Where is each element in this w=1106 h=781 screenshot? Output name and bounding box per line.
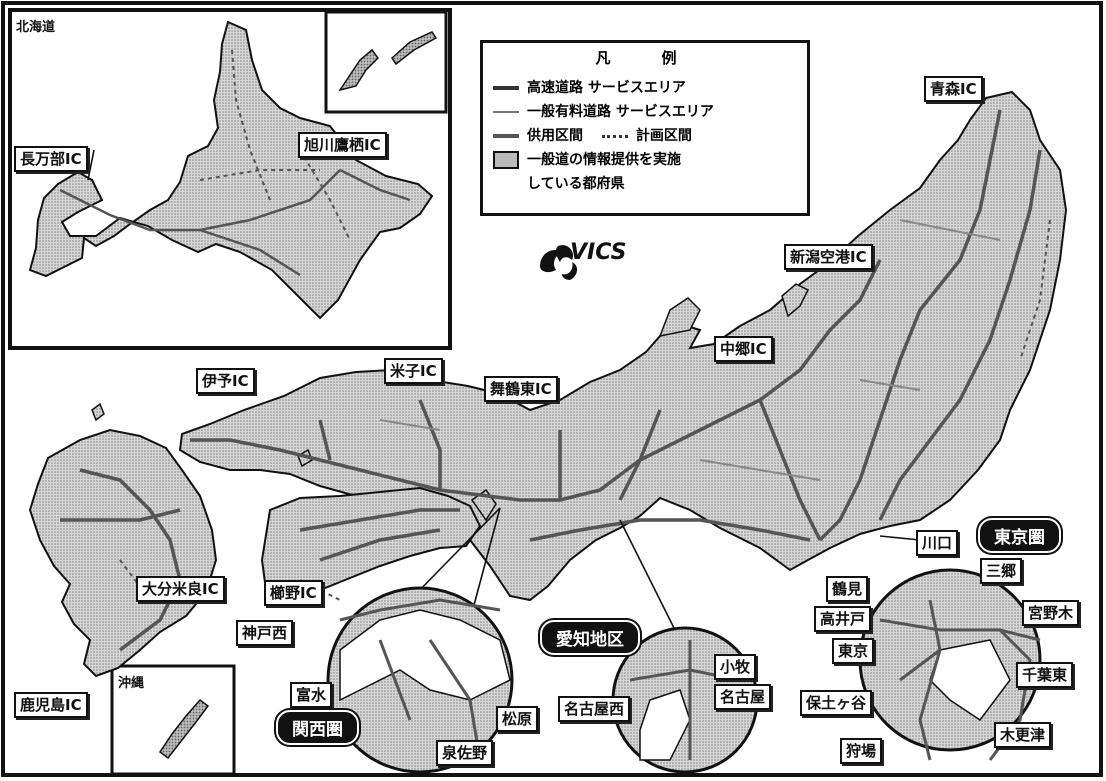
legend-prefecture-row-2: している都府県: [527, 173, 625, 193]
noto-peninsula: [658, 297, 701, 338]
label-nagoya-nishi: 名古屋西: [558, 696, 631, 722]
label-komaki: 小牧: [714, 654, 757, 680]
kurils-subinset: [324, 10, 448, 114]
legend-toll-row: 一般有料道路 サービスエリア: [493, 101, 714, 121]
legend-prefecture-swatch: [493, 151, 519, 169]
label-chiba-higashi: 千葉東: [1016, 662, 1074, 688]
label-tokyo: 東京: [832, 638, 875, 664]
label-oshamanbe-ic: 長万部IC: [14, 146, 88, 172]
callout-lines: [87, 149, 921, 641]
region-kansai: 関西圏: [276, 710, 359, 745]
label-asahikawa-ic: 旭川鷹栖IC: [298, 132, 387, 158]
label-kobe: 神戸西: [236, 620, 294, 646]
label-kawaguchi: 川口: [916, 530, 959, 556]
legend-toll-label: 一般有料道路 サービスエリア: [527, 104, 714, 120]
legend-section-row: 供用区間 計画区間: [493, 125, 692, 145]
kyushu-landmass: [28, 428, 218, 678]
label-tsurumi: 鶴見: [826, 576, 869, 602]
map-legend: 凡 例 高速道路 サービスエリア 一般有料道路 サービスエリア 供用区間 計画区…: [480, 40, 810, 216]
label-nakago-ic: 中郷IC: [714, 336, 773, 362]
okinawa-island: [158, 698, 210, 760]
label-kariba: 狩場: [840, 738, 883, 764]
label-kushino-ic: 櫛野IC: [264, 580, 323, 606]
label-kisarazu: 木更津: [994, 722, 1052, 748]
label-miyanogi: 宮野木: [1022, 600, 1080, 626]
label-kagoshima-ic: 鹿児島IC: [14, 692, 88, 718]
vics-logo-icon: [540, 245, 578, 280]
ise-bay: [639, 689, 691, 761]
honshu-landmass: [178, 90, 1068, 602]
legend-title: 凡 例: [595, 49, 695, 67]
legend-prefecture-label-1: 一般道の情報提供を実施: [527, 152, 681, 168]
legend-inservice-label: 供用区間: [527, 128, 583, 144]
tokyo-roads: [879, 599, 1041, 761]
label-izumisano: 泉佐野: [436, 740, 494, 766]
legend-highway-row: 高速道路 サービスエリア: [493, 77, 686, 97]
label-maizuru-ic: 舞鶴東IC: [484, 376, 558, 402]
label-misato: 三郷: [980, 558, 1023, 584]
tsushima-island: [91, 402, 105, 422]
kuril-island-2: [391, 31, 438, 66]
label-niigata-ic: 新潟空港IC: [784, 244, 873, 270]
toll-roads: [379, 219, 1001, 481]
legend-prefecture-label-2: している都府県: [527, 176, 625, 192]
region-tokyo-area: 東京圏: [978, 518, 1061, 553]
label-aomori-ic: 青森IC: [924, 76, 983, 102]
legend-planned-swatch: [601, 134, 628, 138]
region-aichi: 愛知地区: [540, 620, 640, 655]
legend-toll-swatch: [493, 111, 519, 113]
legend-planned-label: 計画区間: [635, 128, 692, 144]
osaka-bay: [339, 609, 511, 702]
legend-prefecture-row: 一般道の情報提供を実施: [493, 149, 681, 169]
vics-logo-text: VICS: [570, 240, 627, 265]
hokkaido-roads: [59, 168, 411, 277]
hokkaido-planned: [199, 49, 351, 241]
label-hodogaya: 保土ヶ谷: [800, 690, 873, 716]
label-iyo-ic: 伊予IC: [196, 368, 255, 394]
legend-highway-label: 高速道路 サービスエリア: [527, 80, 686, 96]
kuril-island: [338, 48, 379, 92]
legend-inservice-swatch: [493, 134, 519, 138]
sado-island: [781, 283, 810, 318]
okinawa-inset-frame: [110, 664, 236, 776]
okinawa-inset-label: 沖縄: [118, 676, 145, 691]
label-nagoya: 名古屋: [714, 684, 772, 710]
hokkaido-inset-label: 北海道: [16, 20, 56, 35]
label-matsubara: 松原: [496, 706, 539, 732]
label-oita-ic: 大分米良IC: [136, 576, 225, 602]
hokkaido-landmass: [28, 20, 434, 320]
legend-highway-swatch: [493, 86, 519, 90]
label-takaido: 高井戸: [814, 606, 872, 632]
label-mizuhashi: 富水: [290, 682, 333, 708]
label-yonago-ic: 米子IC: [384, 358, 443, 384]
